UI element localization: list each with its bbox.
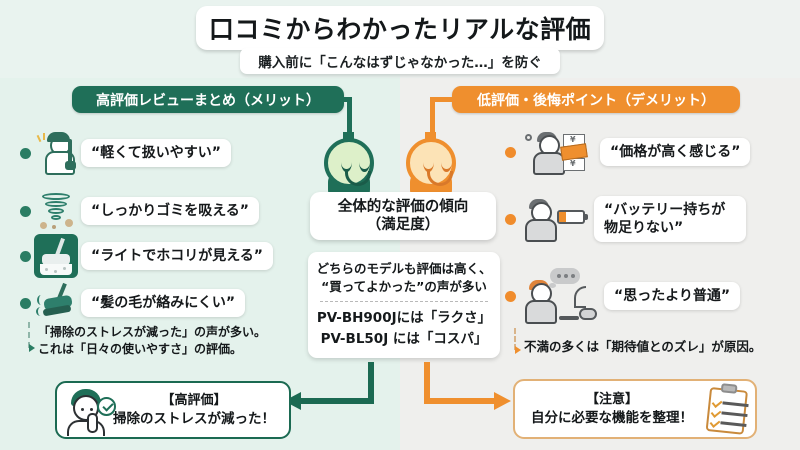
clipboard-clamp — [720, 383, 738, 394]
conclusion-merit-box: 【高評価】 掃除のストレスが減った！ — [55, 381, 291, 439]
demerit-item-1: “バッテリー持ちが 物足りない” — [505, 196, 746, 243]
connector-merit-vertical — [347, 97, 352, 143]
demerit-item-0-text: “価格が高く感じる” — [600, 137, 751, 167]
smiley-head — [406, 138, 456, 188]
vacuum-head-light-icon — [34, 234, 78, 278]
merit-item-1-text: “しっかりゴミを吸える” — [81, 196, 259, 226]
center-note-line2: “買ってよかった”の声が多い — [321, 279, 487, 295]
demerit-item-0: ¥ ¥ “価格が高く感じる” — [505, 130, 751, 175]
bullet-dot — [20, 297, 31, 309]
thumbs-up-person-icon — [63, 387, 116, 436]
check-circle-icon — [97, 397, 116, 416]
page-title-text: 口コミからわかったリアルな評価 — [208, 15, 592, 44]
bullet-dot — [505, 290, 516, 302]
center-label-line2: （満足度） — [366, 217, 440, 233]
connector-merit-horizontal — [330, 97, 352, 102]
merit-footnote: 「掃除のストレスが減った」の声が多い。 これは「日々の使いやすさ」の評価。 — [38, 324, 306, 359]
smiley-mouth — [345, 171, 371, 186]
clipboard-checklist-icon — [704, 382, 753, 436]
center-model-line1: PV-BH900Jには「ラクさ」 — [316, 310, 492, 327]
merit-item-2: “ライトでホコリが見える” — [20, 234, 273, 278]
man-worried-money-icon: ¥ ¥ — [519, 130, 597, 175]
merit-header-label: 高評価レビューまとめ（メリット） — [96, 92, 320, 109]
center-note-line1: どちらのモデルも評価は高く、 — [316, 261, 492, 276]
merit-item-3: “髪の毛が絡みにくい” — [20, 281, 246, 325]
merit-footnote-arrow — [29, 344, 35, 352]
merit-item-2-text: “ライトでホコリが見える” — [81, 241, 273, 271]
demerit-item-1-text: “バッテリー持ちが 物足りない” — [594, 196, 746, 243]
merit-item-0: “軽くて扱いやすい” — [20, 131, 231, 175]
merit-section-header: 高評価レビューまとめ（メリット） — [72, 86, 344, 113]
smiley-face-orange-icon — [400, 132, 462, 212]
connector-demerit-vertical — [430, 97, 435, 143]
merit-footnote-line1: 「掃除のストレスが減った」の声が多い。 — [38, 325, 267, 339]
conclusion-demerit-box: 【注意】 自分に必要な機能を整理！ — [513, 379, 757, 439]
bullet-dot — [20, 250, 31, 262]
demerit-item-2: “思ったより普通” — [505, 268, 741, 324]
demerit-item-1-line1: “バッテリー持ちが — [604, 202, 726, 218]
man-thinking-vacuum-icon — [519, 268, 601, 324]
avatar-shoulders — [67, 420, 105, 436]
connector-bottom-right-horizontal — [424, 398, 494, 404]
smiley-mouth — [427, 171, 453, 186]
center-satisfaction-label: 全体的な評価の傾向 （満足度） — [310, 192, 496, 240]
connector-bottom-left-horizontal — [300, 398, 374, 404]
tornado-suction-icon — [34, 189, 78, 233]
bullet-dot — [505, 213, 516, 225]
smiley-head — [324, 138, 374, 188]
thumb-up-hand — [87, 413, 98, 433]
connector-bottom-left-vertical — [368, 362, 374, 404]
bullet-dot — [505, 146, 516, 158]
connector-bottom-right-arrow — [494, 392, 511, 410]
demerit-footnote-dash — [514, 328, 518, 350]
conclusion-demerit-line2: 自分に必要な機能を整理！ — [531, 409, 693, 426]
demerit-header-label: 低評価・後悔ポイント（デメリット） — [477, 92, 715, 109]
center-model-line2: PV-BL50J には「コスパ」 — [320, 331, 488, 348]
man-battery-icon — [519, 197, 591, 243]
demerit-item-1-line2: 物足りない” — [604, 220, 684, 237]
conclusion-merit-line1: 【高評価】 — [161, 393, 227, 409]
woman-with-vacuum-icon — [34, 131, 78, 175]
merit-item-3-text: “髪の毛が絡みにくい” — [81, 288, 246, 318]
page-subtitle-text: 購入前に「こんなはずじゃなかった…」を防ぐ — [258, 55, 542, 71]
center-label-line1: 全体的な評価の傾向 — [337, 198, 469, 215]
avatar-eye-right — [90, 408, 93, 411]
page-title: 口コミからわかったリアルな評価 — [196, 6, 604, 50]
demerit-footnote: 不満の多くは「期待値とのズレ」が原因。 — [524, 338, 796, 356]
conclusion-merit-line2: 掃除のストレスが減った！ — [113, 410, 275, 427]
conclusion-demerit-line1: 【注意】 — [585, 392, 638, 408]
demerit-footnote-arrow — [515, 346, 521, 354]
center-divider — [320, 301, 488, 303]
merit-footnote-line2: これは「日々の使いやすさ」の評価。 — [38, 342, 243, 357]
merit-item-0-text: “軽くて扱いやすい” — [81, 138, 231, 168]
center-summary-card: どちらのモデルも評価は高く、 “買ってよかった”の声が多い PV-BH900Jに… — [308, 252, 500, 358]
merit-item-1: “しっかりゴミを吸える” — [20, 189, 259, 233]
connector-demerit-horizontal — [430, 97, 454, 102]
page-subtitle: 購入前に「こんなはずじゃなかった…」を防ぐ — [240, 48, 560, 74]
merit-footnote-dash — [28, 322, 32, 348]
bullet-dot — [20, 147, 31, 159]
demerit-item-2-text: “思ったより普通” — [604, 281, 741, 311]
demerit-section-header: 低評価・後悔ポイント（デメリット） — [452, 86, 740, 113]
demerit-footnote-line1: 不満の多くは「期待値とのズレ」が原因。 — [524, 339, 762, 354]
conclusion-merit-text: 【高評価】 掃除のストレスが減った！ — [57, 392, 289, 428]
bullet-dot — [20, 205, 31, 217]
vacuum-brush-icon — [34, 281, 78, 325]
connector-bottom-right-vertical — [424, 362, 430, 404]
conclusion-demerit-text: 【注意】 自分に必要な機能を整理！ — [515, 391, 755, 427]
avatar-eye-left — [81, 408, 84, 411]
